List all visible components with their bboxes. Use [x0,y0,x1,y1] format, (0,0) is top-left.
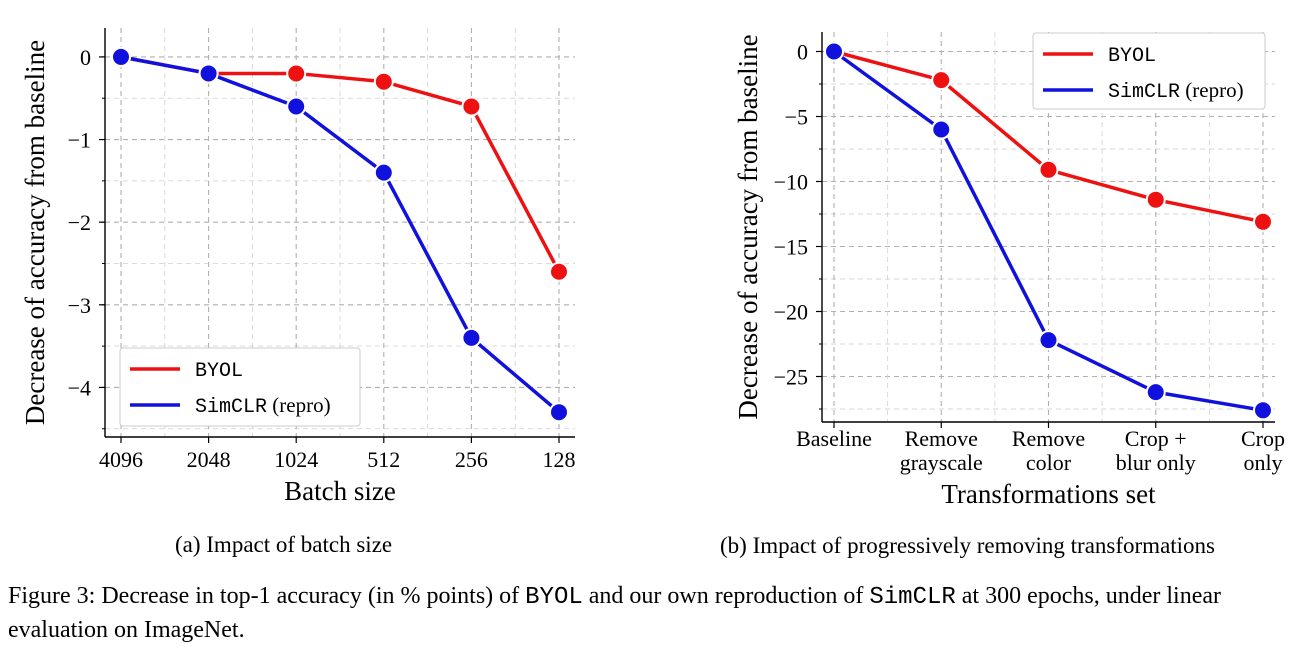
y-tick-label: 0 [80,45,91,70]
data-point-byol [549,261,569,282]
data-point-simclr [1253,400,1273,421]
y-tick-label: −2 [68,210,91,235]
x-tick-label: 128 [543,447,576,472]
y-axis-label: Decrease of accuracy from baseline [20,40,50,425]
caption-method-simclr: SimCLR [869,584,956,611]
y-tick-label: −4 [68,375,91,400]
data-point-byol [461,96,482,117]
x-tick-label: 1024 [274,447,318,472]
data-point-byol [1145,189,1166,210]
y-tick-label: −20 [774,300,808,325]
y-tick-label: −15 [774,235,808,260]
x-tick-label: 2048 [187,447,231,472]
data-point-simclr [1145,382,1166,403]
data-point-byol [286,63,307,84]
y-tick-label: −10 [774,170,808,195]
legend-label-byol: BYOL [195,360,243,383]
data-point-simclr [373,162,394,183]
x-tick-label: 4096 [99,447,143,472]
series-line-simclr [120,55,561,414]
caption-suffix: at 300 epochs, under linear evaluation o… [8,583,1222,643]
data-point-simclr [824,41,844,62]
data-point-simclr [111,46,131,67]
figure-caption: Figure 3: Decrease in top-1 accuracy (in… [8,580,1303,646]
data-point-byol [373,71,394,92]
data-point-simclr [931,119,952,140]
y-axis-label: Decrease of accuracy from baseline [733,34,763,419]
legend-label-simclr: SimCLR (repro) [195,393,331,419]
data-point-byol [1253,211,1273,232]
x-axis-label: Batch size [284,476,396,506]
y-tick-label: 0 [797,40,808,65]
caption-middle: and our own reproduction of [582,583,870,609]
caption-prefix: Figure 3: Decrease in top-1 accuracy (in… [8,583,526,609]
data-point-simclr [1038,330,1059,351]
x-tick-label: 256 [455,447,488,472]
x-axis-label: Transformations set [941,479,1156,509]
data-point-simclr [286,96,307,117]
x-tick-label: Baseline [796,426,872,451]
subcaption-b: (b) Impact of progressively removing tra… [720,533,1216,558]
caption-method-byol: BYOL [525,584,583,611]
data-point-byol [1038,159,1059,180]
subcaption-a: (a) Impact of batch size [175,532,393,557]
x-tick-label: Crop +blur only [1116,426,1196,475]
y-tick-label: −5 [785,105,808,130]
x-tick-label: 512 [367,447,400,472]
y-tick-label: −3 [68,293,91,318]
legend: BYOL SimCLR (repro) [119,347,361,427]
legend-label-byol: BYOL [1108,45,1156,68]
data-point-simclr [461,327,482,348]
y-tick-label: −1 [68,128,91,153]
y-tick-label: −25 [774,365,808,390]
legend: BYOL SimCLR (repro) [1032,32,1266,110]
data-point-simclr [198,63,219,84]
legend-label-simclr: SimCLR (repro) [1108,78,1244,104]
data-point-simclr [549,402,569,423]
data-point-byol [931,70,952,91]
